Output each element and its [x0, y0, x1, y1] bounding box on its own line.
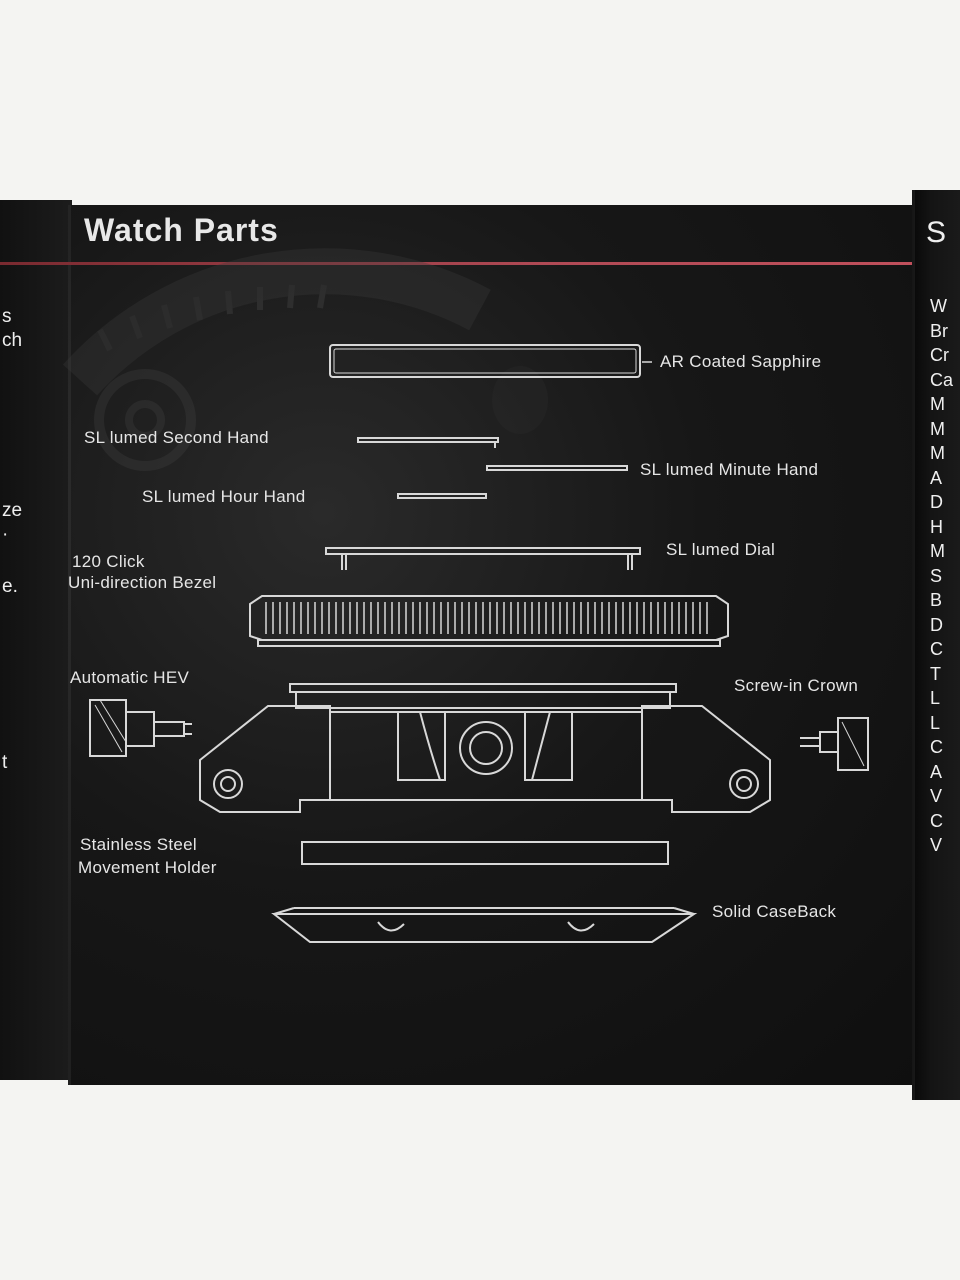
- screw-in-crown-drawing: [800, 717, 869, 771]
- label-crown: Screw-in Crown: [734, 676, 859, 695]
- fold-line-left: [68, 205, 71, 1085]
- sapphire-crystal-drawing: [329, 344, 641, 378]
- right-fragment: C: [930, 639, 943, 659]
- left-fragment: ·: [2, 524, 9, 545]
- movement-holder-drawing: [301, 841, 669, 865]
- label-hour-hand: SL lumed Hour Hand: [142, 487, 306, 506]
- hour-hand-drawing: [397, 493, 487, 499]
- right-fragment: S: [930, 565, 943, 586]
- label-second-hand: SL lumed Second Hand: [84, 428, 269, 447]
- left-fragment: e.: [2, 576, 18, 597]
- right-fragment: Cr: [930, 345, 949, 365]
- right-fragment: M: [930, 394, 945, 414]
- right-fragment: C: [930, 810, 943, 831]
- right-fragment: B: [930, 590, 943, 610]
- left-fragment: s: [2, 306, 12, 327]
- label-holder-line2: Movement Holder: [78, 858, 217, 877]
- minute-hand-drawing: [486, 465, 628, 471]
- hev-valve-drawing: [89, 699, 192, 757]
- right-fragment: L: [930, 712, 941, 733]
- label-minute-hand: SL lumed Minute Hand: [640, 460, 819, 479]
- watch-case-drawing: [199, 683, 771, 813]
- right-fragment: T: [930, 663, 941, 684]
- header-rule: [0, 262, 912, 265]
- label-hev: Automatic HEV: [70, 668, 190, 687]
- right-fragment: H: [930, 516, 943, 537]
- label-bezel-line2: Uni-direction Bezel: [68, 573, 217, 592]
- right-fragment: M: [930, 443, 945, 463]
- right-fragment: Br: [930, 320, 948, 341]
- right-fragment: A: [930, 467, 943, 488]
- left-panel: [0, 200, 72, 1080]
- right-fragment: V: [930, 835, 943, 855]
- caseback-drawing: [271, 907, 698, 943]
- label-sapphire: AR Coated Sapphire: [660, 352, 822, 371]
- label-caseback: Solid CaseBack: [712, 902, 837, 921]
- label-dial: SL lumed Dial: [666, 540, 776, 559]
- right-panel: [912, 190, 960, 1100]
- right-fragment: D: [930, 614, 943, 635]
- dial-drawing: [325, 547, 641, 570]
- bezel-drawing: [249, 595, 729, 647]
- right-fragment: M: [930, 541, 945, 561]
- page-title: Watch Parts: [84, 212, 279, 248]
- right-fragment: W: [930, 296, 947, 316]
- right-fragment: A: [930, 761, 943, 782]
- fold-line-right: [912, 190, 915, 1100]
- right-fragment: V: [930, 786, 943, 806]
- label-holder-line1: Stainless Steel: [80, 835, 197, 854]
- left-fragment: ch: [2, 330, 23, 351]
- right-fragment: Ca: [930, 369, 954, 390]
- label-bezel-line1: 120 Click: [72, 552, 145, 571]
- second-hand-drawing: [357, 437, 499, 448]
- right-fragment: L: [930, 688, 941, 708]
- left-fragment: ze: [2, 500, 23, 521]
- right-panel-title: S: [926, 216, 947, 249]
- right-fragment: M: [930, 418, 945, 439]
- right-fragment: C: [930, 737, 943, 757]
- background-gear-graphic: [62, 248, 548, 471]
- left-fragment: t: [2, 752, 8, 773]
- right-fragment: D: [930, 492, 943, 512]
